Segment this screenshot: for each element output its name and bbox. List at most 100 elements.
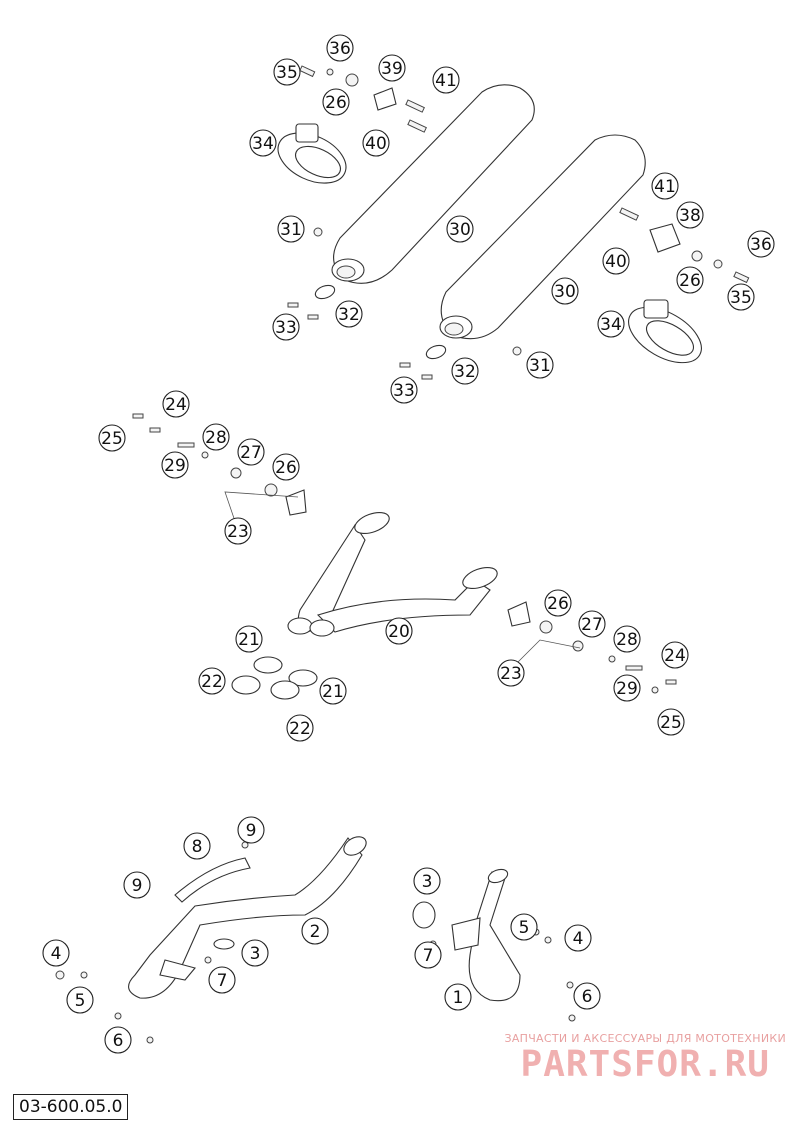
watermark-brand: PARTSFOR.RU	[520, 1044, 770, 1085]
callout-circle	[198, 667, 226, 695]
callout-circle	[162, 390, 190, 418]
callout-2: 2	[301, 917, 329, 945]
callout-41: 41	[651, 172, 679, 200]
callout-circle	[747, 230, 775, 258]
callout-26: 26	[676, 266, 704, 294]
callout-26: 26	[544, 589, 572, 617]
callout-circle	[237, 438, 265, 466]
callout-number: 32	[338, 305, 360, 325]
callout-number: 8	[192, 837, 203, 857]
callout-number: 21	[238, 630, 260, 650]
callout-number: 40	[365, 134, 387, 154]
callout-number: 24	[165, 395, 187, 415]
callout-circle	[272, 313, 300, 341]
callout-number: 39	[381, 59, 403, 79]
callout-7: 7	[414, 941, 442, 969]
callout-number: 38	[679, 206, 701, 226]
callout-23: 23	[224, 517, 252, 545]
callout-number: 27	[581, 615, 603, 635]
callout-circle	[362, 129, 390, 157]
callout-number: 33	[275, 318, 297, 338]
callout-22: 22	[286, 714, 314, 742]
callout-38: 38	[676, 201, 704, 229]
callout-circle	[273, 58, 301, 86]
callout-32: 32	[451, 357, 479, 385]
callout-circle	[676, 266, 704, 294]
y-pipe-leaders	[224, 491, 581, 669]
callout-circle	[564, 924, 592, 952]
silencer-lower	[439, 134, 646, 340]
callout-circle	[224, 517, 252, 545]
callout-33: 33	[390, 376, 418, 404]
callout-circle	[651, 172, 679, 200]
y-pipe-assembly	[287, 511, 498, 637]
header-pipe-left	[128, 836, 367, 999]
callout-32: 32	[335, 300, 363, 328]
callout-circle	[286, 714, 314, 742]
callout-number: 29	[616, 679, 638, 699]
y-pipe-hardware	[132, 413, 677, 694]
callout-number: 4	[51, 944, 62, 964]
callout-8: 8	[183, 832, 211, 860]
callout-circle	[544, 589, 572, 617]
callout-number: 9	[132, 876, 143, 896]
callout-number: 30	[554, 282, 576, 302]
callout-circle	[123, 871, 151, 899]
callout-34: 34	[597, 310, 625, 338]
silencer-clamp-right	[628, 299, 702, 364]
callout-39: 39	[378, 54, 406, 82]
callout-circle	[727, 283, 755, 311]
callout-circle	[613, 674, 641, 702]
callout-circle	[613, 625, 641, 653]
callout-30: 30	[446, 215, 474, 243]
callout-circle	[237, 816, 265, 844]
silencer-brackets	[287, 65, 750, 380]
callout-number: 22	[201, 672, 223, 692]
callout-circle	[66, 986, 94, 1014]
callout-23: 23	[497, 659, 525, 687]
callout-circle	[661, 641, 689, 669]
callout-circle	[578, 610, 606, 638]
callout-35: 35	[727, 283, 755, 311]
callout-5: 5	[66, 986, 94, 1014]
callout-number: 9	[246, 821, 257, 841]
callout-number: 6	[113, 1031, 124, 1051]
callout-number: 5	[75, 991, 86, 1011]
watermark: ЗАПЧАСТИ И АКСЕССУАРЫ ДЛЯ МОТОТЕХНИКИ PA…	[504, 1032, 786, 1085]
callout-number: 2	[310, 922, 321, 942]
callout-number: 26	[547, 594, 569, 614]
callout-21: 21	[319, 677, 347, 705]
callout-number: 30	[449, 220, 471, 240]
callout-number: 20	[388, 622, 410, 642]
callout-circle	[202, 423, 230, 451]
header-gaskets-nuts	[55, 841, 576, 1044]
callout-22: 22	[198, 667, 226, 695]
callout-28: 28	[613, 625, 641, 653]
callout-circle	[326, 34, 354, 62]
callout-30: 30	[551, 277, 579, 305]
callout-number: 25	[101, 429, 123, 449]
callout-circle	[657, 708, 685, 736]
callout-circle	[272, 453, 300, 481]
callout-circle	[249, 129, 277, 157]
callout-circle	[208, 966, 236, 994]
callout-6: 6	[104, 1026, 132, 1054]
watermark-tagline: ЗАПЧАСТИ И АКСЕССУАРЫ ДЛЯ МОТОТЕХНИКИ	[504, 1032, 786, 1045]
callout-number: 27	[240, 443, 262, 463]
callout-28: 28	[202, 423, 230, 451]
callout-circle	[551, 277, 579, 305]
callout-29: 29	[161, 451, 189, 479]
callout-number: 31	[529, 356, 551, 376]
callout-circle	[319, 677, 347, 705]
callout-circle	[42, 939, 70, 967]
callout-circle	[235, 625, 263, 653]
callout-4: 4	[564, 924, 592, 952]
callout-circle	[451, 357, 479, 385]
callout-circle	[390, 376, 418, 404]
callout-circle	[385, 617, 413, 645]
callout-number: 33	[393, 381, 415, 401]
callout-1: 1	[444, 983, 472, 1011]
callout-number: 41	[654, 177, 676, 197]
silencer-clamp-left	[277, 123, 347, 184]
